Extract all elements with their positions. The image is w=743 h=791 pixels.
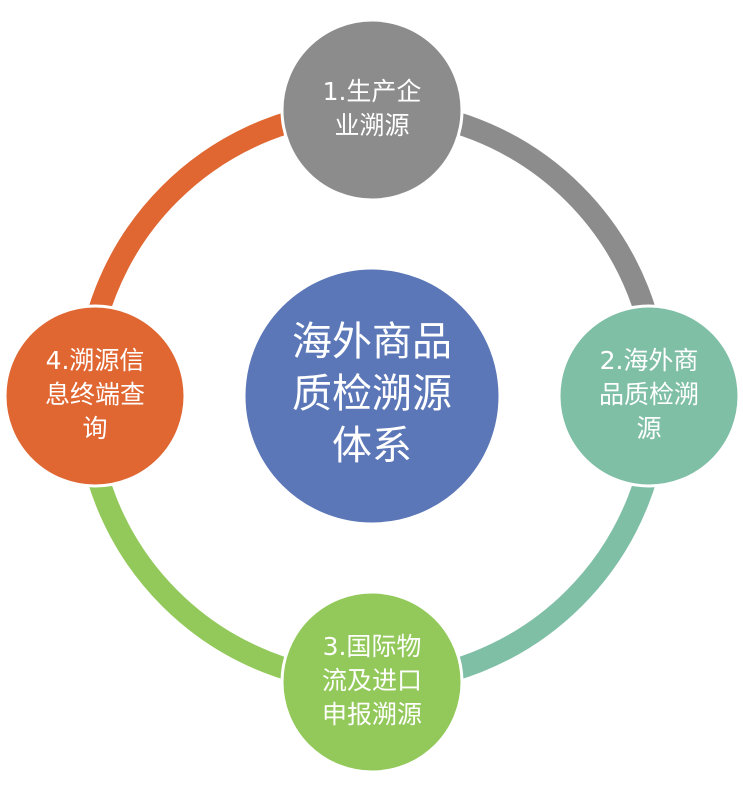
- node-line-1: 2.海外商: [600, 346, 699, 375]
- node-line-3: 申报溯源: [322, 700, 422, 729]
- node-line-2: 业溯源: [334, 111, 409, 140]
- node-quality-inspection-traceability: 2.海外商 品质检溯 源: [557, 304, 741, 488]
- node-line-2: 息终端查: [45, 380, 145, 409]
- node-circle: [3, 304, 187, 488]
- center-line-1: 海外商品: [292, 319, 452, 365]
- node-line-3: 询: [82, 414, 107, 443]
- center-circle: [242, 266, 502, 526]
- node-logistics-declaration-traceability: 3.国际物 流及进口 申报溯源: [280, 590, 464, 774]
- node-circle: [280, 18, 464, 202]
- center-line-2: 质检溯源: [292, 371, 452, 417]
- center-line-3: 体系: [332, 423, 412, 469]
- node-line-1: 4.溯源信: [46, 346, 145, 375]
- center-node: 海外商品 质检溯源 体系: [242, 266, 502, 526]
- node-production-traceability: 1.生产企 业溯源: [280, 18, 464, 202]
- node-line-2: 流及进口: [322, 666, 422, 695]
- node-line-1: 3.国际物: [323, 632, 422, 661]
- node-line-1: 1.生产企: [323, 77, 422, 106]
- node-line-2: 品质检溯: [599, 380, 699, 409]
- node-terminal-query: 4.溯源信 息终端查 询: [3, 304, 187, 488]
- node-line-3: 源: [636, 414, 661, 443]
- node-circle: [557, 304, 741, 488]
- node-circle: [280, 590, 464, 774]
